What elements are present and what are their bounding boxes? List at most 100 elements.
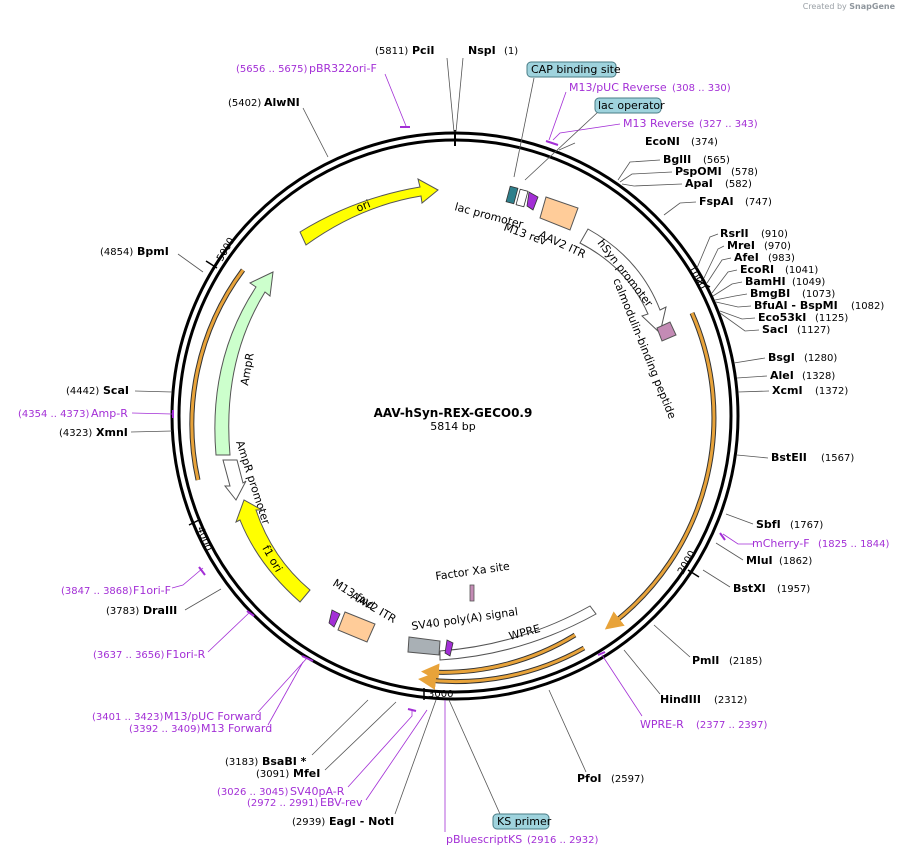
site-name-fspai[interactable]: FspAI xyxy=(699,195,734,208)
ampr-feature[interactable] xyxy=(214,271,274,456)
leader-pmli xyxy=(653,624,691,658)
leader-m13puc-fwd xyxy=(257,657,308,713)
tick-1000 xyxy=(696,279,711,288)
primer-mark-sv40pa-r xyxy=(407,708,417,712)
site-name-nspi[interactable]: NspI xyxy=(468,44,496,57)
m13-rev-block[interactable] xyxy=(526,191,539,211)
site-name-mlui[interactable]: MluI xyxy=(746,554,773,567)
primer-name-f1ori-f[interactable]: F1ori-F xyxy=(133,584,171,597)
leader-fspai xyxy=(663,201,697,216)
site-name-bmgbi[interactable]: BmgBI xyxy=(750,287,790,300)
leader-ampr-primer xyxy=(131,412,173,415)
leader-sv40pa-r xyxy=(347,709,413,788)
primer-mark-f1ori-r xyxy=(246,610,255,617)
primer-name-m13-rev[interactable]: M13 Reverse xyxy=(623,117,694,130)
calmodulin-feature[interactable] xyxy=(656,321,677,342)
site-name-apai[interactable]: ApaI xyxy=(685,177,713,190)
primer-name-mcherry[interactable]: mCherry-F xyxy=(752,537,810,550)
hsyn-promoter-feature[interactable] xyxy=(579,228,667,334)
leader-lac-operator xyxy=(524,111,599,181)
site-name-afei[interactable]: AfeI xyxy=(734,251,759,264)
aav2-itr-top-feature[interactable] xyxy=(539,196,579,231)
leader-eagi xyxy=(394,699,437,815)
site-name-alei[interactable]: AleI xyxy=(770,369,794,382)
aav2-itr-bottom-feature[interactable] xyxy=(337,611,376,643)
primer-pos-f1ori-r: (3637 .. 3656) xyxy=(93,650,165,661)
sv40-primer-block[interactable] xyxy=(444,639,454,657)
m13-fwd-block[interactable] xyxy=(328,609,341,628)
site-name-draiii[interactable]: DraIII xyxy=(143,604,177,617)
leader-saci xyxy=(719,312,760,332)
site-name-eagi[interactable]: EagI - NotI xyxy=(329,815,394,828)
primer-name-f1ori-r[interactable]: F1ori-R xyxy=(166,648,206,661)
site-name-bglii[interactable]: BglII xyxy=(663,153,691,166)
cap-site-block[interactable] xyxy=(515,188,529,208)
site-pos-fspai: (747) xyxy=(745,197,772,208)
ks-primer-box[interactable] xyxy=(492,813,550,830)
site-pos-xcmi: (1372) xyxy=(815,386,848,397)
site-pos-pspomi: (578) xyxy=(731,167,758,178)
primer-name-m13puc-rev[interactable]: M13/pUC Reverse xyxy=(569,81,667,94)
site-name-eco53ki[interactable]: Eco53kI xyxy=(758,311,806,324)
primer-name-ebv-rev[interactable]: EBV-rev xyxy=(320,796,363,809)
tick-4000 xyxy=(188,519,200,526)
leader-pfoi xyxy=(548,689,587,773)
sv40-feature[interactable] xyxy=(407,636,441,656)
site-name-mfei[interactable]: MfeI xyxy=(293,767,320,780)
site-name-scai[interactable]: ScaI xyxy=(103,384,129,397)
site-name-ecori[interactable]: EcoRI xyxy=(740,263,774,276)
primer-name-pbr322ori[interactable]: pBR322ori-F xyxy=(309,62,377,75)
leader-ks-primer xyxy=(448,699,501,815)
primer-name-wpre-r[interactable]: WPRE-R xyxy=(640,718,684,731)
primer-pos-pbr322ori: (5656 .. 5675) xyxy=(236,64,308,75)
primer-mark-mcherry xyxy=(719,532,726,541)
site-name-hindiii[interactable]: HindIII xyxy=(660,693,701,706)
site-name-econi[interactable]: EcoNI xyxy=(645,135,680,148)
site-name-pspomi[interactable]: PspOMI xyxy=(675,165,722,178)
site-name-rsrii[interactable]: RsrII xyxy=(720,227,749,240)
site-pos-alwni: (5402) xyxy=(228,98,261,109)
site-name-bfuai[interactable]: BfuAI - BspMI xyxy=(754,299,838,312)
site-pos-bglii: (565) xyxy=(703,155,730,166)
site-name-alwni[interactable]: AlwNI xyxy=(264,96,300,109)
primer-pos-ebv-rev: (2972 .. 2991) xyxy=(247,798,319,809)
site-name-bstxi[interactable]: BstXI xyxy=(733,582,766,595)
site-name-sbfi[interactable]: SbfI xyxy=(756,518,781,531)
primer-name-m13-fwd[interactable]: M13 Forward xyxy=(201,722,272,735)
site-name-pmli[interactable]: PmlI xyxy=(692,654,719,667)
primer-name-sv40pa-r[interactable]: SV40pA-R xyxy=(290,785,345,798)
primer-name-ampr[interactable]: Amp-R xyxy=(91,407,128,420)
wpre-feature[interactable] xyxy=(439,605,597,661)
lac-promoter-block[interactable] xyxy=(505,185,519,205)
site-name-bamhi[interactable]: BamHI xyxy=(745,275,786,288)
tick-label-2000: 2000 xyxy=(676,549,698,577)
site-name-pfoi[interactable]: PfoI xyxy=(577,772,602,785)
site-pos-mlui: (1862) xyxy=(779,556,812,567)
leader-bglii xyxy=(617,159,661,181)
ks-primer-label: KS primer xyxy=(497,815,552,828)
site-name-bsteii[interactable]: BstEII xyxy=(771,451,807,464)
leader-mrei xyxy=(703,245,725,279)
site-name-pcii[interactable]: PciI xyxy=(412,44,434,57)
plasmid-title: AAV-hSyn-REX-GECO0.9 xyxy=(374,406,533,420)
ori-feature[interactable] xyxy=(299,178,439,246)
site-pos-pmli: (2185) xyxy=(729,656,762,667)
factor-xa-block[interactable] xyxy=(469,584,475,602)
site-name-mrei[interactable]: MreI xyxy=(727,239,755,252)
site-name-xcmi[interactable]: XcmI xyxy=(772,384,803,397)
site-name-saci[interactable]: SacI xyxy=(762,323,788,336)
ampr-promoter-feature[interactable] xyxy=(222,459,247,501)
primer-name-m13puc-fwd[interactable]: M13/pUC Forward xyxy=(164,710,262,723)
primer-pos-wpre-r: (2377 .. 2397) xyxy=(696,720,768,731)
lac-operator-box[interactable] xyxy=(594,97,662,114)
geco-arc-right xyxy=(604,312,716,630)
primer-name-pbluescriptks[interactable]: pBluescriptKS xyxy=(446,833,522,846)
site-name-bsabi[interactable]: BsaBI * xyxy=(262,755,307,768)
f1-ori-feature[interactable] xyxy=(235,499,311,603)
site-pos-bsgi: (1280) xyxy=(804,353,837,364)
site-name-xmni[interactable]: XmnI xyxy=(96,426,128,439)
site-name-bsgi[interactable]: BsgI xyxy=(768,351,795,364)
cap-tag-box[interactable] xyxy=(526,61,617,78)
site-name-bpmi[interactable]: BpmI xyxy=(137,245,169,258)
site-pos-mfei: (3091) xyxy=(256,769,289,780)
